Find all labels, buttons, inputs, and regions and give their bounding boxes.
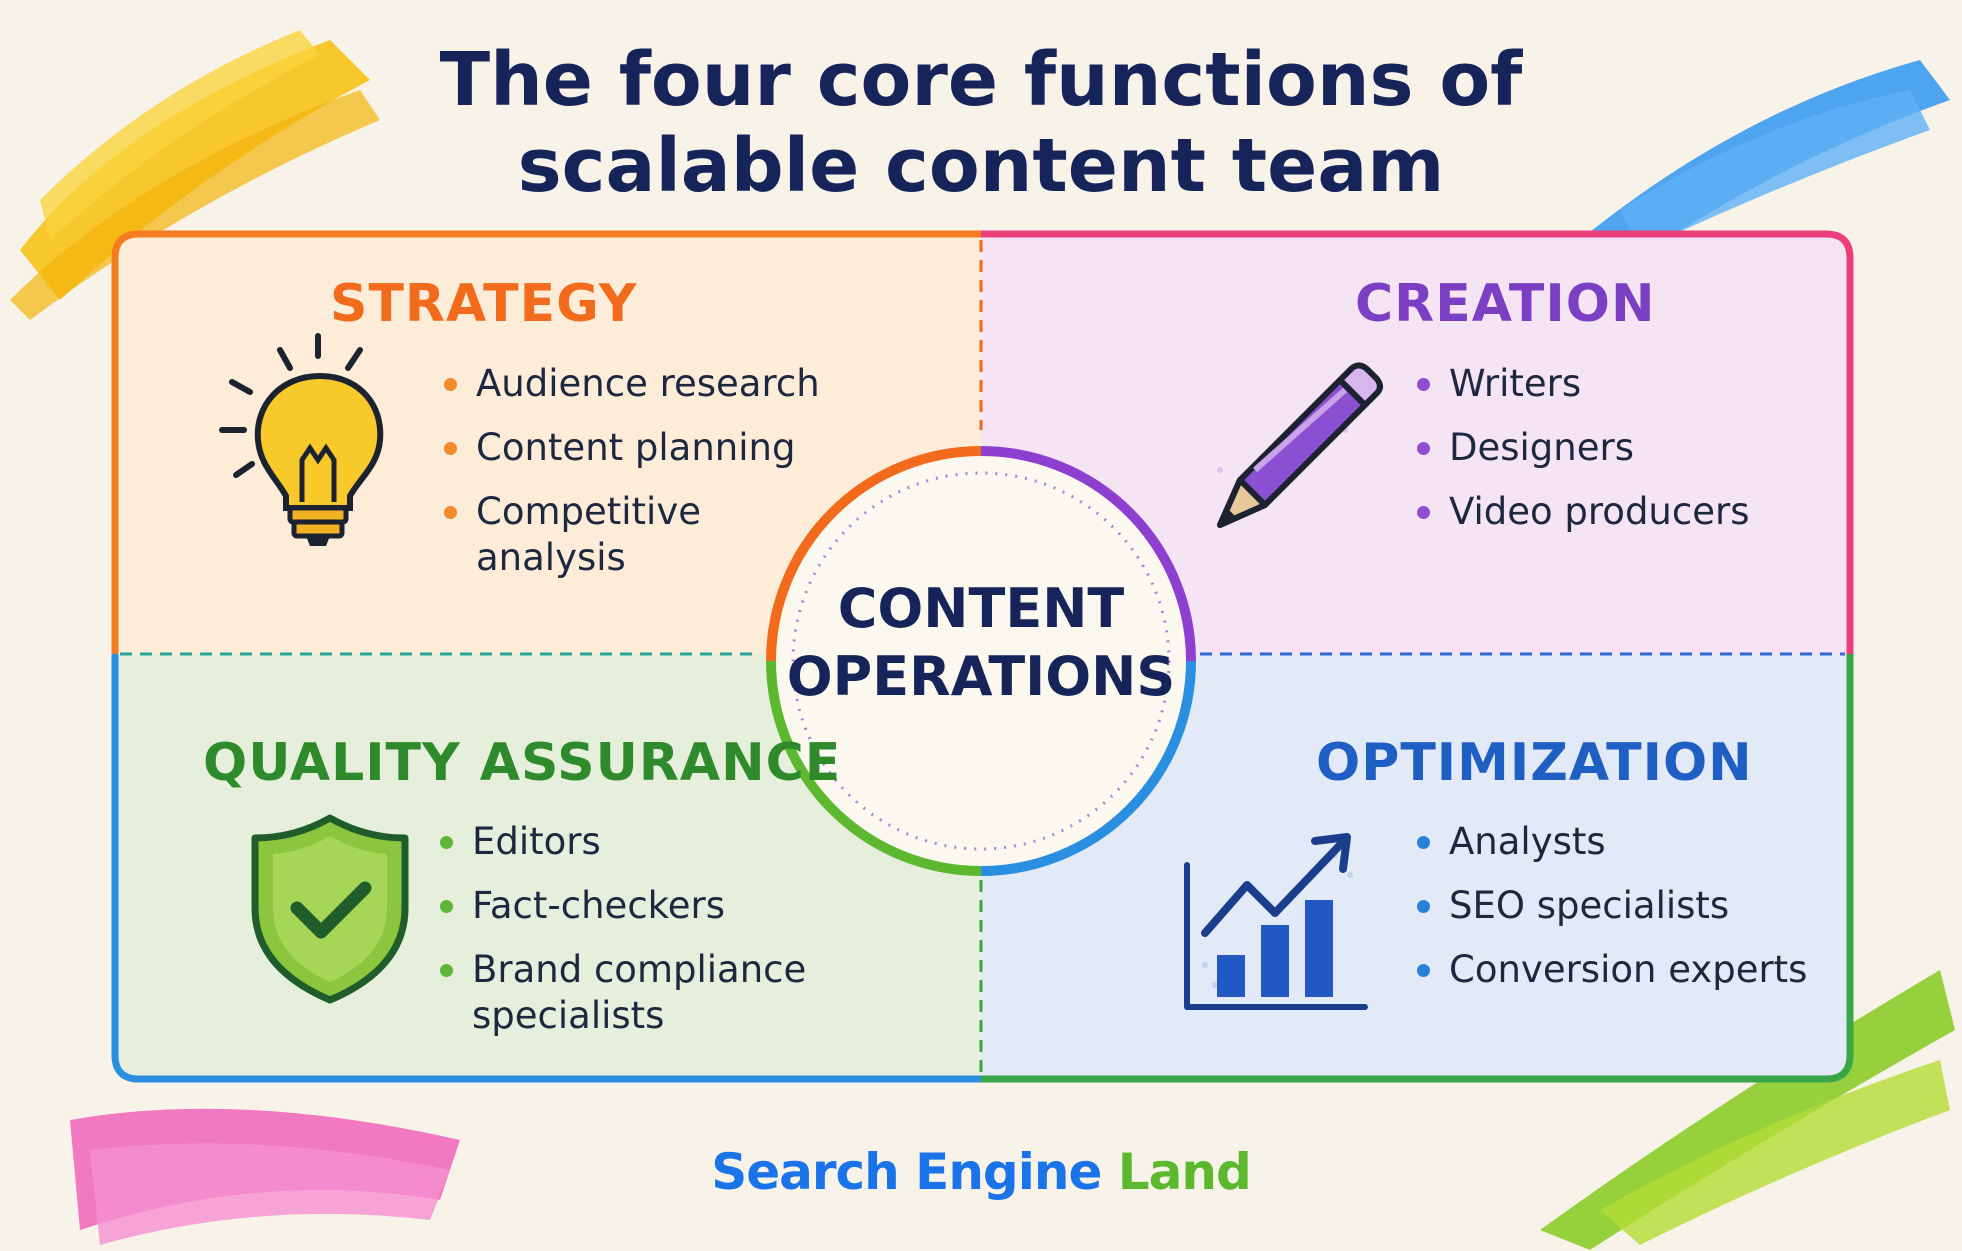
list-item: Designers <box>1413 425 1833 471</box>
bullet-dot <box>1417 378 1430 391</box>
bullet-dot <box>444 506 457 519</box>
shield-check-icon <box>251 814 409 1004</box>
bullet-dot <box>440 964 453 977</box>
logo-part-land: Land <box>1101 1143 1252 1201</box>
list-item: Fact-checkers <box>436 883 856 929</box>
pencil-icon <box>1217 362 1383 528</box>
bullet-dot <box>1417 836 1430 849</box>
lightbulb-icon <box>219 333 384 546</box>
center-label-line1: CONTENT <box>837 577 1125 640</box>
yellow-brush-stroke <box>10 30 380 320</box>
optimization-list: Analysts SEO specialists Conversion expe… <box>1413 819 1853 1011</box>
growth-chart-icon <box>1184 833 1368 1010</box>
bullet-dot <box>440 836 453 849</box>
list-item: Content planning <box>440 425 860 471</box>
list-item: Audience research <box>440 361 860 407</box>
bullet-dot <box>1417 506 1430 519</box>
list-item: Writers <box>1413 361 1833 407</box>
optimization-heading: OPTIMIZATION <box>1316 733 1753 793</box>
bullet-dot <box>444 442 457 455</box>
brand-logo: Search Engine Land <box>0 1143 1962 1201</box>
page-title-line2: scalable content team <box>517 123 1445 209</box>
pink-brush-stroke <box>70 1108 460 1245</box>
creation-heading: CREATION <box>1355 274 1656 334</box>
bullet-dot <box>1417 964 1430 977</box>
functions-grid <box>115 234 1850 1079</box>
list-item: Analysts <box>1413 819 1853 865</box>
page-title-line1: The four core functions of <box>439 37 1523 123</box>
list-item: Editors <box>436 819 856 865</box>
list-item: Competitive <box>440 489 860 535</box>
bullet-dot <box>1417 442 1430 455</box>
strategy-list: Audience research Content planning Compe… <box>440 361 860 599</box>
list-item: SEO specialists <box>1413 883 1853 929</box>
strategy-heading: STRATEGY <box>330 274 638 334</box>
quality-assurance-list: Editors Fact-checkers Brand compliance s… <box>436 819 856 1057</box>
bullet-dot <box>444 378 457 391</box>
center-label-line2: OPERATIONS <box>786 645 1176 708</box>
list-item: Brand compliance <box>436 947 856 993</box>
list-item-continuation: specialists <box>472 994 665 1037</box>
list-item: Conversion experts <box>1413 947 1853 993</box>
bullet-dot <box>440 900 453 913</box>
bullet-dot <box>1417 900 1430 913</box>
list-item-continuation: analysis <box>476 536 626 579</box>
logo-part-search-engine: Search Engine <box>711 1143 1102 1201</box>
center-circle <box>766 446 1196 876</box>
blue-brush-stroke <box>1580 60 1950 270</box>
quality-assurance-heading: QUALITY ASSURANCE <box>203 733 842 793</box>
creation-list: Writers Designers Video producers <box>1413 361 1833 553</box>
center-label: CONTENT OPERATIONS <box>781 575 1181 711</box>
list-item: Video producers <box>1413 489 1833 535</box>
